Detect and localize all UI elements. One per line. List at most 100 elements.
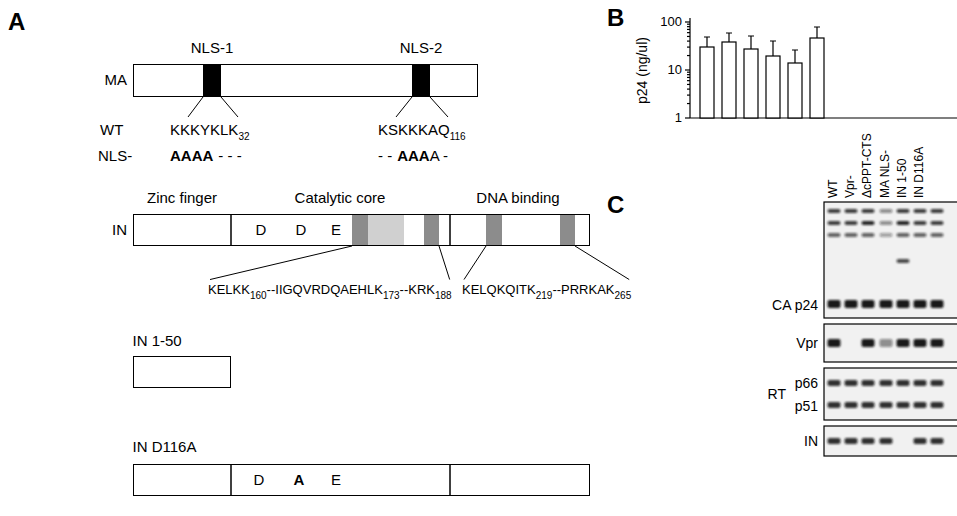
sequence: --KRK [400,283,435,298]
blot-frame [824,202,957,318]
blot-band [897,300,910,308]
row-label: WT [100,121,123,138]
blot-frame [824,324,957,362]
leader-line [221,97,238,117]
blot-band [880,233,893,237]
band-label: p66 [795,375,818,391]
blot-band [897,233,910,237]
in-decor [210,214,629,496]
sequence-row: KELQKQITK219--PRRKAK265 [462,283,631,298]
blot-band [828,402,841,408]
ma-decor [188,64,448,117]
sequence: AAAA [170,147,213,164]
minor-tick [687,80,690,81]
bar [788,63,802,118]
blot-band [845,438,858,444]
bar-name: IN 1-50 [133,332,182,349]
blot-frame [824,368,957,420]
domain-divider [449,214,451,246]
sequence: A - [430,147,448,164]
blot-band [862,233,875,237]
blot-bands [828,209,944,444]
domain-divider [449,464,451,496]
nls-region [368,214,404,246]
panel-letter: A [8,8,25,36]
nls-region [560,214,575,246]
sequence: --PRRKAK [552,283,614,298]
bar-chart [685,18,957,118]
bar [810,38,824,118]
minor-tick [687,32,690,33]
minor-tick [687,26,690,27]
minor-tick [687,24,690,25]
bar-name: IN D116A [133,438,197,455]
blot-band [880,380,893,386]
sequence-row: KSKKKAQ116 [378,121,466,138]
residue-letter: E [331,221,341,238]
blot-band [931,380,944,386]
minor-tick [687,103,690,104]
blot-band [862,402,875,408]
protein-bar: IN 1-50 [133,356,231,388]
sequence: KELQKQITK [462,283,536,298]
leader-line [396,97,412,117]
lane-label: MA NLS- [879,150,893,198]
blot-band [862,339,875,347]
motif-name: NLS-2 [400,39,443,56]
blot-band [914,233,927,237]
blot-band [914,209,927,213]
nls-region [424,214,439,246]
leader-line [188,97,203,117]
bar [700,47,714,118]
blot-band [914,402,927,408]
blot-band [862,438,875,444]
residue-letter: D [296,221,307,238]
axis-title: p24 (ng/ul) [634,37,650,104]
motif-name: NLS-1 [191,39,234,56]
bar-name: MA [105,71,128,88]
sequence-row: - -AAAA - [378,147,448,164]
blot-band [828,221,841,225]
blot-band [897,221,910,225]
band-label: RT [768,386,786,402]
blot-band [845,380,858,386]
nls-box [203,64,221,97]
row-label: NLS- [98,147,132,164]
minor-tick [687,41,690,42]
blot-band [880,300,893,308]
protein-bar: MA [133,64,478,97]
band-label: p51 [795,398,818,414]
domain-name: DNA binding [476,189,559,206]
leader-line [464,246,486,280]
blot-band [845,300,858,308]
blot-band [914,339,927,347]
residue-number: 219 [536,290,553,302]
blot-band [880,209,893,213]
blot-band [828,380,841,386]
western-blot [824,202,957,456]
axis-tick [685,69,690,70]
sequence-row: KKKYKLK32 [170,121,250,138]
lane-label: IN 1-50 [896,159,910,198]
blot-band [914,300,927,308]
residue-letter: D [254,471,265,488]
leader-line [575,246,629,280]
axis-tick [685,117,690,118]
blot-band [828,438,841,444]
panel-letter: B [607,4,624,32]
bar [766,56,780,118]
nls-region [486,214,502,246]
blot-band [862,380,875,386]
lane-label: Vpr- [844,175,858,198]
blot-band [880,221,893,225]
blot-band [931,339,944,347]
band-label: IN [804,433,818,449]
axis-tick [685,21,690,22]
blot-band [897,402,910,408]
minor-tick [687,74,690,75]
blot-band [828,233,841,237]
band-label: Vpr [796,335,818,351]
bar [722,42,736,118]
minor-tick [687,84,690,85]
blot-band [845,221,858,225]
